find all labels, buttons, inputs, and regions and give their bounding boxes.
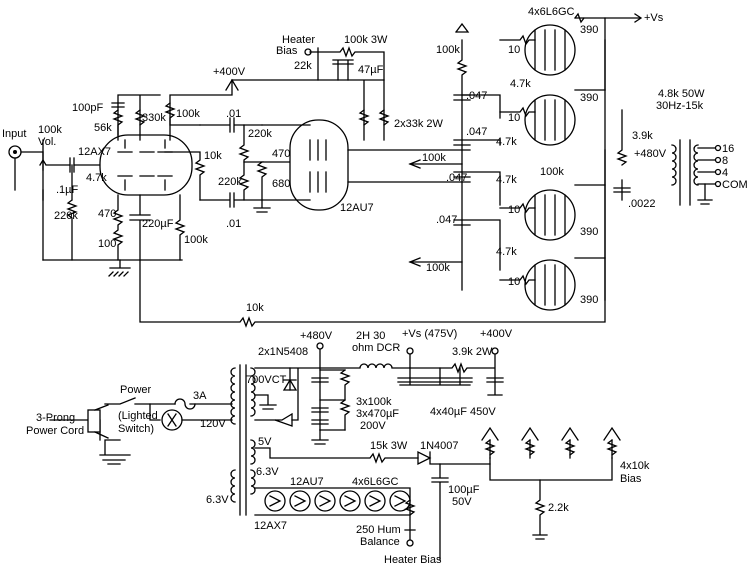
label-r-330k: 330k [142,112,166,124]
label-heater-bias-bot: Heater Bias [384,554,442,566]
label-choke1: 2H 30 [356,330,386,342]
label-hum1: 250 Hum [356,524,401,536]
label-pots1: 4x10k [620,460,650,472]
label-h-12ax7: 12AX7 [254,520,288,532]
label-r-390-b: 390 [580,92,599,104]
label-c-047-d: .047 [436,214,458,226]
label-r-100k-low: 100k [184,234,208,246]
label-r-10k-cath: 10k [204,150,222,162]
label-c-01-top: .01 [226,108,242,120]
label-v50: 50V [452,496,472,508]
label-r-22k: 22k [294,60,312,72]
label-ps-480: +480V [300,330,333,342]
label-r-100k-g1: 100k [422,152,446,164]
label-r-10-d: 10 [508,276,521,288]
label-ot-spec: 4.8k 50W [658,88,705,100]
label-r-10-c: 10 [508,204,521,216]
label-choke2: ohm DCR [352,342,401,354]
label-v63b: 6.3V [206,494,229,506]
label-c-4x40: 4x40µF 450V [430,406,496,418]
label-r-15k: 15k 3W [370,440,408,452]
label-r-100k-3w: 100k 3W [344,34,388,46]
label-r-10k-fb: 10k [246,302,264,314]
label-tap-16: 16 [722,143,735,155]
label-c-047-a: .047 [466,90,488,102]
label-vol-name: Vol. [38,136,57,148]
label-c-047-b: .047 [466,126,488,138]
label-12ax7: 12AX7 [78,146,112,158]
label-r-56k: 56k [94,122,112,134]
label-cord1: 3-Prong [36,412,76,424]
label-v120: 120V [200,418,226,430]
label-r-3x100k: 3x100k [356,396,392,408]
label-h-6l6: 4x6L6GC [352,476,399,488]
label-d-1n4007: 1N4007 [420,440,459,452]
label-input: Input [2,128,27,140]
label-ps-400: +400V [480,328,513,340]
label-r-470: 470 [98,208,117,220]
label-r-39k: 3.9k [632,130,653,142]
label-r-100: 100 [98,238,117,250]
label-diodes: 2x1N5408 [258,346,309,358]
label-r-39k-2w: 3.9k 2W [452,346,493,358]
label-r-220k-a: 220k [248,128,272,140]
label-h-12au7: 12AU7 [290,476,324,488]
label-v5: 5V [258,436,272,448]
label-plus-vs: +Vs [644,12,664,24]
label-r-47k-d: 4.7k [496,246,517,258]
label-r-100k-plate: 100k [176,108,200,120]
label-tap-com: COM [722,179,747,191]
label-pt-700: 700VCT [246,374,287,386]
label-vol-value: 100k [38,124,62,136]
label-ps-vs: +Vs (475V) [402,328,458,340]
label-c-0022: .0022 [628,198,656,210]
label-r-22k-b: 2.2k [548,502,569,514]
label-c-47uf: 47µF [358,64,384,76]
label-c-100uf: 100µF [448,484,480,496]
label-c-01uf: .1µF [56,184,79,196]
label-r-47k-c: 4.7k [496,174,517,186]
label-heater-bias2: Bias [276,45,298,57]
label-lighted1: (Lighted [118,410,158,422]
label-heater-bias: Heater [282,34,316,46]
label-r-100k-g3: 100k [426,262,450,274]
label-tap-8: 8 [722,155,729,167]
label-hum2: Balance [360,536,400,548]
label-fuse: 3A [193,390,207,402]
label-pots2: Bias [620,473,642,485]
label-v63a: 6.3V [256,466,279,478]
label-r-2x33k: 2x33k 2W [394,118,443,130]
label-plus-400v: +400V [213,66,246,78]
label-r-100k-bias: 100k [436,44,460,56]
label-power: Power [120,384,152,396]
label-ot-freq: 30Hz-15k [656,100,704,112]
label-6l6: 4x6L6GC [528,6,575,18]
label-c-220uf: 220µF [142,218,174,230]
label-r-220k-b: 220k [218,176,242,188]
label-r-680: 680 [272,178,291,190]
label-c-100pf: 100pF [72,102,104,114]
label-r-390-d: 390 [580,294,599,306]
label-r-47k-a: 4.7k [510,78,531,90]
label-c-3x470: 3x470µF [356,408,400,420]
label-c-01-bot: .01 [226,218,242,230]
label-r-47k-grid: 4.7k [86,172,107,184]
label-r-390-c: 390 [580,226,599,238]
label-12au7: 12AU7 [340,202,374,214]
label-r-10-b: 10 [508,112,521,124]
label-r-100k-g2: 100k [540,166,564,178]
label-r-390-a: 390 [580,24,599,36]
label-r-47k-b: 4.7k [496,136,517,148]
label-lighted2: Switch) [118,423,155,435]
label-cord2: Power Cord [26,425,85,437]
label-tap-4: 4 [722,167,729,179]
label-r-220k-in: 220k [54,210,78,222]
label-v200: 200V [360,420,386,432]
label-c-047-c: .047 [446,172,468,184]
label-plus-480v: +480V [634,148,667,160]
label-r-470-pi: 470 [272,148,291,160]
label-r-10-a: 10 [508,44,521,56]
